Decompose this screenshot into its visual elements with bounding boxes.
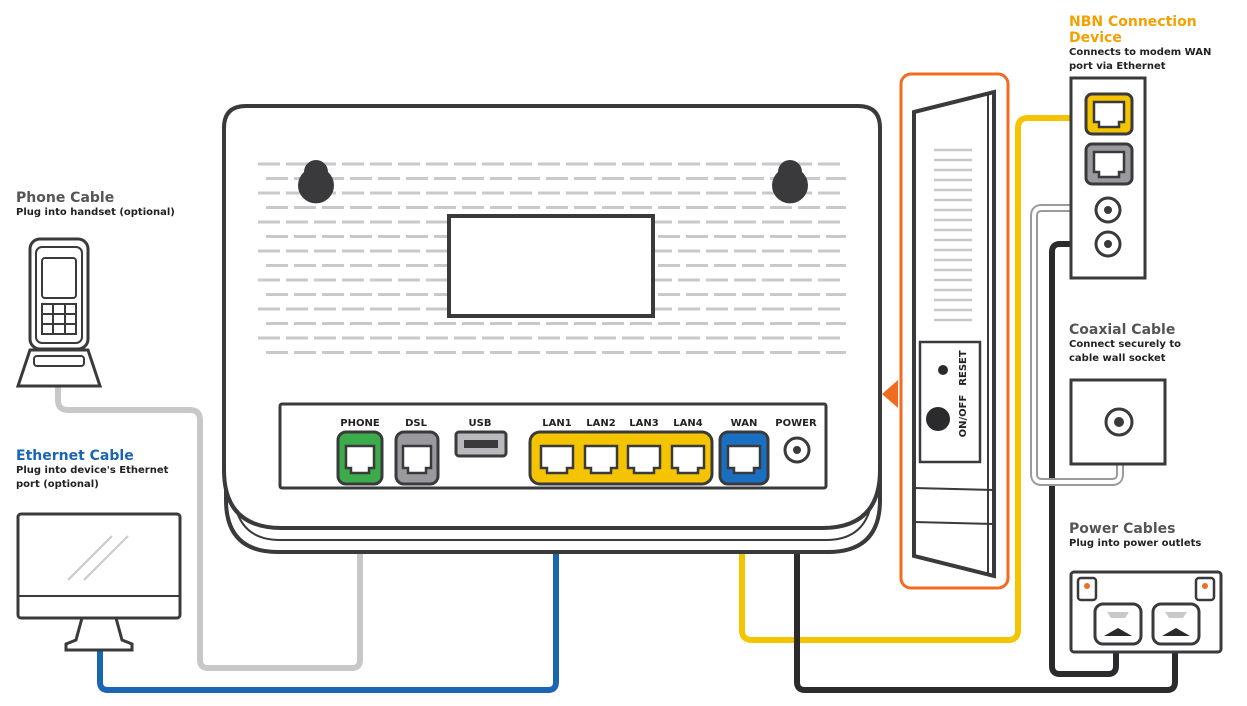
power-socket-right[interactable] — [1151, 602, 1201, 646]
on-off-button[interactable] — [926, 407, 950, 431]
power-outlet-icon — [1069, 570, 1223, 654]
port-label-wan: WAN — [731, 418, 758, 429]
wan-cable — [739, 115, 1095, 643]
coax-cable — [1032, 206, 1122, 484]
power-cables-label: Power Cables Plug into power outlets — [1069, 521, 1201, 551]
phone-cable-title: Phone Cable — [16, 190, 115, 206]
monitor-icon — [16, 512, 182, 652]
ethernet-cable-title: Ethernet Cable — [16, 448, 134, 464]
nbn-device-icon — [1069, 76, 1147, 280]
coaxial-cable-label: Coaxial Cable Connect securely to cable … — [1069, 322, 1181, 366]
power-socket-left[interactable] — [1093, 602, 1143, 646]
lan-port-group — [528, 430, 714, 486]
nbn-device-subtitle-2: port via Ethernet — [1069, 61, 1166, 72]
lan4-port[interactable] — [670, 444, 706, 475]
nbn-device-subtitle-1: Connects to modem WAN — [1069, 47, 1212, 58]
phone-cable-subtitle: Plug into handset (optional) — [16, 207, 175, 218]
port-label-lan1: LAN1 — [542, 418, 571, 429]
coaxial-cable-subtitle-2: cable wall socket — [1069, 353, 1166, 364]
coaxial-cable-subtitle-1: Connect securely to — [1069, 339, 1181, 350]
side-view-pointer — [882, 380, 898, 408]
ethernet-cable-label: Ethernet Cable Plug into device's Ethern… — [16, 448, 168, 492]
power-cables-title: Power Cables — [1069, 521, 1176, 537]
port-label-dsl: DSL — [405, 418, 428, 429]
lan1-port[interactable] — [539, 444, 575, 475]
modem-label-window — [447, 214, 655, 318]
coaxial-cable-title: Coaxial Cable — [1069, 322, 1176, 338]
ethernet-cable-subtitle-2: port (optional) — [16, 479, 99, 490]
on-off-label: ON/OFF — [958, 395, 969, 438]
coax-wall-socket-icon — [1069, 378, 1167, 466]
port-label-lan3: LAN3 — [629, 418, 658, 429]
ethernet-cable-subtitle-1: Plug into device's Ethernet — [16, 465, 169, 476]
port-label-usb: USB — [469, 418, 492, 429]
nbn-device-title: NBN Connection Device — [1069, 14, 1197, 46]
nbn-device-label: NBN Connection Device Connects to modem … — [1069, 14, 1247, 74]
modem-side-icon: RESET ON/OFF — [882, 72, 1010, 590]
power-cable-nbn — [1049, 241, 1119, 677]
phone-cable-label: Phone Cable Plug into handset (optional) — [16, 190, 175, 220]
lan3-port[interactable] — [626, 444, 662, 475]
port-label-phone: PHONE — [340, 418, 380, 429]
modem-rear-icon: PHONE DSL USB LAN1 LAN2 LAN3 LAN4 WAN PO… — [222, 104, 882, 554]
port-label-lan4: LAN4 — [673, 418, 702, 429]
reset-label: RESET — [958, 350, 969, 386]
handset-icon — [15, 237, 103, 388]
phone-cable — [55, 382, 363, 671]
reset-button[interactable] — [938, 365, 948, 375]
ethernet-cable — [97, 467, 559, 693]
power-cable-modem — [794, 452, 1178, 693]
power-cables-subtitle: Plug into power outlets — [1069, 538, 1202, 549]
port-label-power: POWER — [775, 418, 817, 429]
mount-hole-right — [772, 160, 808, 204]
side-button-panel — [918, 340, 982, 464]
mount-hole-left — [298, 160, 334, 204]
port-label-lan2: LAN2 — [586, 418, 615, 429]
lan2-port[interactable] — [583, 444, 619, 475]
